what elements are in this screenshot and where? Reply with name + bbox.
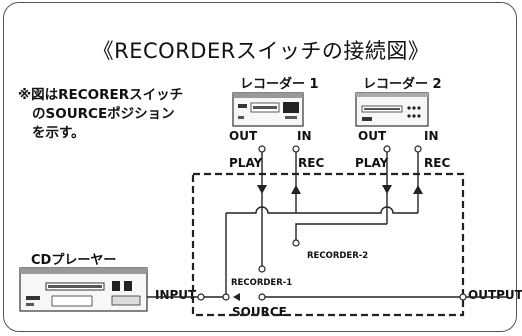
recorder2-out-label: OUT [358, 129, 387, 143]
rec-bus-line [226, 206, 418, 214]
recorder2-device-icon [355, 92, 429, 127]
recorder2-play-label: PLAY [355, 156, 389, 170]
recorder1-play-terminal [258, 145, 266, 153]
input-label: INPUT [155, 288, 197, 302]
switch-position-recorder2-label: RECORDER-2 [307, 251, 369, 261]
switch-contact-source [222, 293, 230, 301]
recorder1-in-label: IN [297, 129, 312, 143]
signal-arrows [233, 185, 423, 301]
source-arrow [233, 293, 240, 301]
note-line-2: のSOURCEポジション [32, 106, 175, 122]
diagram-title: 《RECORDERスイッチの接続図》 [92, 39, 430, 63]
recorder1-rec-terminal [292, 145, 300, 153]
recorder1-out-label: OUT [229, 129, 258, 143]
switch-contact-recorder1 [258, 265, 266, 273]
cd-player-device-icon [19, 267, 148, 312]
recorder2-label: レコーダー 2 [363, 77, 442, 92]
cd-player-label: CDプレーヤー [31, 253, 117, 268]
recorder1-play-arrow [257, 185, 267, 194]
note-line-1: ※図はRECORERスイッチ [18, 87, 184, 103]
switch-contact-recorder2 [292, 239, 300, 247]
recorder2-to-switch-line [295, 223, 387, 240]
recorder2-play-arrow [382, 185, 392, 194]
recorder1-label: レコーダー 1 [240, 77, 319, 92]
output-label: OUTPUT [468, 288, 522, 302]
output-terminal [459, 293, 467, 301]
recorder2-rec-terminal [414, 145, 422, 153]
recorder1-rec-label: REC [298, 156, 325, 170]
recorder2-rec-label: REC [424, 156, 451, 170]
recorder1-play-label: PLAY [229, 156, 263, 170]
switch-box [191, 172, 465, 317]
recorder1-device-icon [232, 92, 304, 127]
input-terminal [197, 293, 205, 301]
note-line-3: を示す。 [32, 125, 85, 141]
recorder1-rec-arrow [291, 185, 301, 194]
recorder2-in-label: IN [424, 129, 439, 143]
switch-position-recorder1-label: RECORDER-1 [231, 278, 293, 288]
switch-common-contact [258, 293, 266, 301]
recorder2-rec-arrow [413, 185, 423, 194]
diagram-frame [3, 2, 517, 332]
recorder2-play-terminal [383, 145, 391, 153]
